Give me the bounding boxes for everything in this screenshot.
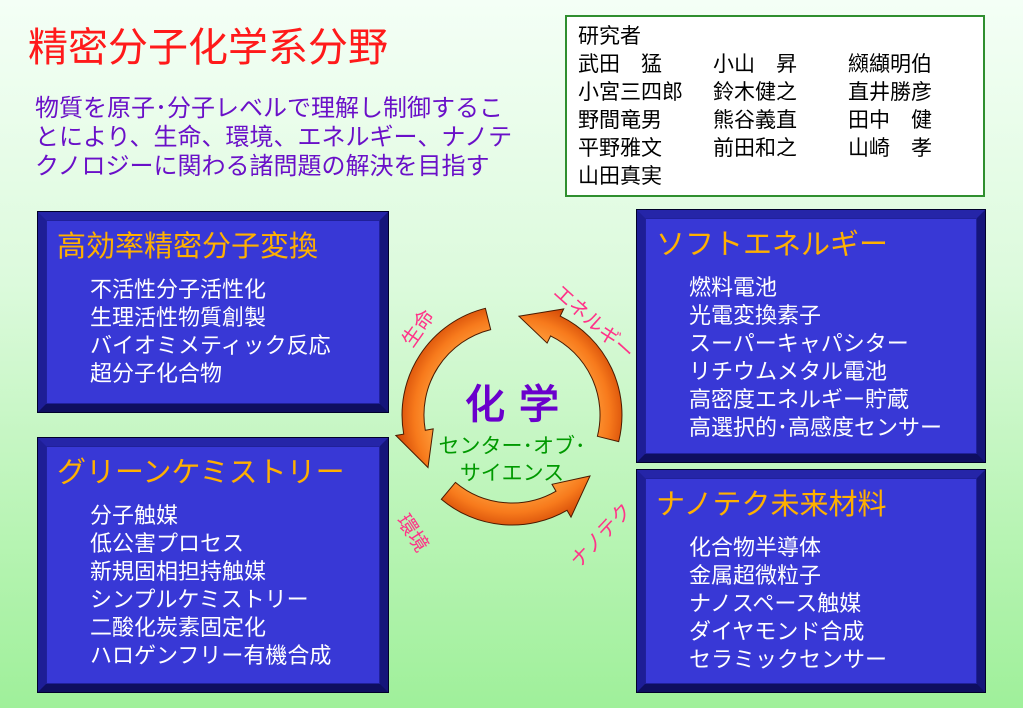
researchers-row: 野間竜男 熊谷義直 田中 健 <box>578 106 983 134</box>
researcher-name: 纐纈明伯 <box>848 52 932 76</box>
slide-title: 精密分子化学系分野 <box>28 25 388 71</box>
area-item: 燃料電池 <box>689 276 778 301</box>
area-item: ダイヤモンド合成 <box>689 620 865 645</box>
area-item: スーパーキャパシター <box>689 332 909 357</box>
cycle-label-nanotech: ナノテク <box>565 497 637 573</box>
researcher-name: 田中 健 <box>848 108 932 132</box>
researcher-name: 武田 猛 <box>578 52 662 76</box>
area-item: 高選択的･高感度センサー <box>689 416 943 441</box>
description-line: 物質を原子･分子レベルで理解し制御するこ <box>35 94 503 122</box>
area-item: 金属超微粒子 <box>689 564 822 589</box>
area-item: 分子触媒 <box>90 504 179 529</box>
description-line: クノロジーに関わる諸問題の解決を目指す <box>35 152 490 180</box>
area-item: 不活性分子活性化 <box>90 278 267 303</box>
researcher-name: 山田真実 <box>578 164 662 188</box>
area-item: リチウムメタル電池 <box>689 360 888 385</box>
area-item-list: 不活性分子活性化 生理活性物質創製 バイオミメティック反応 超分子化合物 <box>90 277 331 389</box>
area-item-list: 分子触媒 低公害プロセス 新規固相担持触媒 シンプルケミストリー 二酸化炭素固定… <box>90 503 331 671</box>
researcher-name: 小山 昇 <box>713 52 797 76</box>
area-item: 新規固相担持触媒 <box>90 560 267 585</box>
cycle-label-energy: エネルギー <box>548 279 640 365</box>
area-item: 低公害プロセス <box>90 532 245 557</box>
area-item: ナノスペース触媒 <box>689 592 862 617</box>
researchers-row: 小宮三四郎 鈴木健之 直井勝彦 <box>578 78 983 106</box>
area-item: 高密度エネルギー貯蔵 <box>689 388 910 413</box>
researcher-name: 山崎 孝 <box>848 136 932 160</box>
area-title: グリーンケミストリー <box>57 455 345 489</box>
area-title: 高効率精密分子変換 <box>57 229 319 263</box>
center-title: 化 学 <box>465 382 559 428</box>
area-item-list: 化合物半導体 金属超微粒子 ナノスペース触媒 ダイヤモンド合成 セラミックセンサ… <box>689 535 887 675</box>
area-item: 化合物半導体 <box>689 536 822 561</box>
researcher-name: 鈴木健之 <box>713 80 797 104</box>
area-box-soft-energy: ソフトエネルギー 燃料電池 光電変換素子 スーパーキャパシター リチウムメタル電… <box>637 210 985 462</box>
area-box-precision-conversion: 高効率精密分子変換 不活性分子活性化 生理活性物質創製 バイオミメティック反応 … <box>38 212 388 412</box>
researcher-name: 直井勝彦 <box>848 80 932 104</box>
center-subtitle-line: センター･オブ･ <box>438 434 586 458</box>
area-box-green-chemistry: グリーンケミストリー 分子触媒 低公害プロセス 新規固相担持触媒 シンプルケミス… <box>38 438 388 692</box>
researcher-name: 前田和之 <box>713 136 797 160</box>
center-subtitle-line: サイエンス <box>459 461 565 485</box>
cycle-label-environment: 環境 <box>392 509 434 557</box>
area-title: ソフトエネルギー <box>656 227 889 261</box>
researcher-name: 平野雅文 <box>578 136 662 160</box>
area-item: バイオミメティック反応 <box>90 334 331 359</box>
area-item: 二酸化炭素固定化 <box>90 616 267 641</box>
area-item: 生理活性物質創製 <box>90 306 267 331</box>
description-line: とにより、生命、環境、エネルギー、ナノテ <box>35 123 513 151</box>
researchers-row: 山田真実 <box>578 162 983 190</box>
slide-description: 物質を原子･分子レベルで理解し制御するこ とにより、生命、環境、エネルギー、ナノ… <box>35 94 512 181</box>
cycle-label-life: 生命 <box>396 304 440 352</box>
area-item-list: 燃料電池 光電変換素子 スーパーキャパシター リチウムメタル電池 高密度エネルギ… <box>689 275 942 443</box>
researcher-name: 野間竜男 <box>578 108 662 132</box>
area-item: 光電変換素子 <box>689 304 822 329</box>
area-box-nanotech-materials: ナノテク未来材料 化合物半導体 金属超微粒子 ナノスペース触媒 ダイヤモンド合成… <box>637 470 985 692</box>
area-item: ハロゲンフリー有機合成 <box>90 644 332 669</box>
area-item: シンプルケミストリー <box>90 588 309 613</box>
area-item: 超分子化合物 <box>90 362 223 387</box>
researcher-name: 小宮三四郎 <box>578 80 683 104</box>
researcher-name: 熊谷義直 <box>713 108 797 132</box>
researchers-row: 武田 猛 小山 昇 纐纈明伯 <box>578 50 983 78</box>
researchers-row: 平野雅文 前田和之 山崎 孝 <box>578 134 983 162</box>
researchers-heading: 研究者 <box>578 24 641 48</box>
researchers-panel: 研究者 武田 猛 小山 昇 纐纈明伯 小宮三四郎 鈴木健之 直井勝彦 野間竜男 … <box>565 15 985 197</box>
area-title: ナノテク未来材料 <box>656 487 887 521</box>
area-item: セラミックセンサー <box>689 648 888 673</box>
